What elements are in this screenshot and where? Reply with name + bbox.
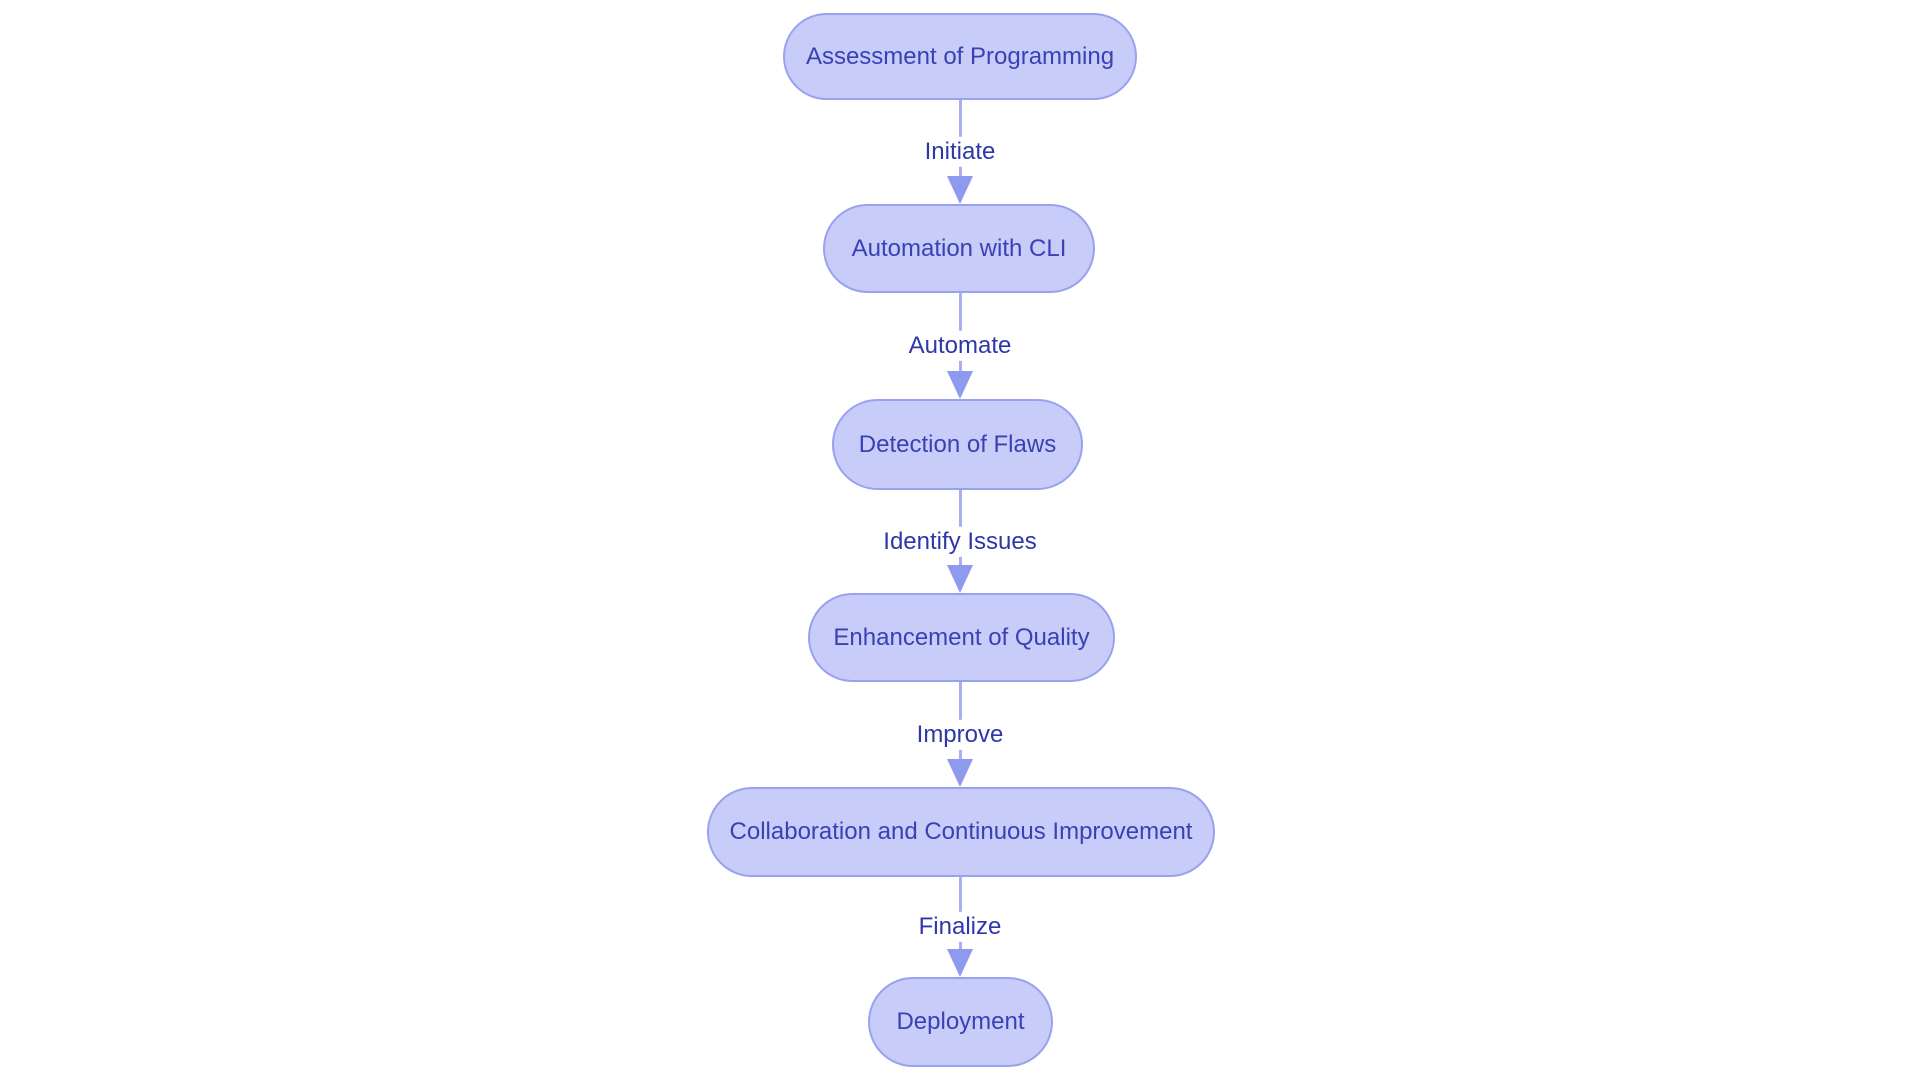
edge-label: Automate: [900, 330, 1020, 362]
flowchart-edge-automate: Automate: [850, 293, 1070, 399]
arrowhead-down-icon: [947, 759, 973, 787]
arrowhead-down-icon: [947, 949, 973, 977]
node-label: Enhancement of Quality: [833, 623, 1090, 651]
node-label: Detection of Flaws: [858, 430, 1057, 458]
node-label: Assessment of Programming: [805, 42, 1115, 70]
node-label: Automation with CLI: [851, 234, 1067, 262]
arrowhead-down-icon: [947, 176, 973, 204]
flowchart-node-automation: Automation with CLI: [823, 204, 1095, 293]
edge-label: Initiate: [916, 136, 1004, 168]
arrowhead-down-icon: [947, 371, 973, 399]
flowchart-edge-initiate: Initiate: [850, 100, 1070, 204]
edge-label: Finalize: [910, 911, 1010, 943]
edge-label: Improve: [908, 719, 1012, 750]
node-label: Deployment: [896, 1008, 1025, 1035]
flowchart-edge-identify-issues: Identify Issues: [850, 490, 1070, 593]
flowchart-node-deployment: Deployment: [868, 977, 1053, 1067]
flowchart-edge-improve: Improve: [850, 682, 1070, 787]
node-label: Collaboration and Continuous Improvement: [729, 818, 1193, 845]
flowchart-node-assessment: Assessment of Programming: [783, 13, 1137, 100]
edge-label: Identify Issues: [875, 526, 1045, 557]
flowchart-edge-finalize: Finalize: [850, 877, 1070, 977]
flowchart-node-collaboration: Collaboration and Continuous Improvement: [707, 787, 1215, 877]
flowchart-node-detection: Detection of Flaws: [832, 399, 1083, 490]
arrowhead-down-icon: [947, 565, 973, 593]
flowchart-node-enhancement: Enhancement of Quality: [808, 593, 1115, 682]
